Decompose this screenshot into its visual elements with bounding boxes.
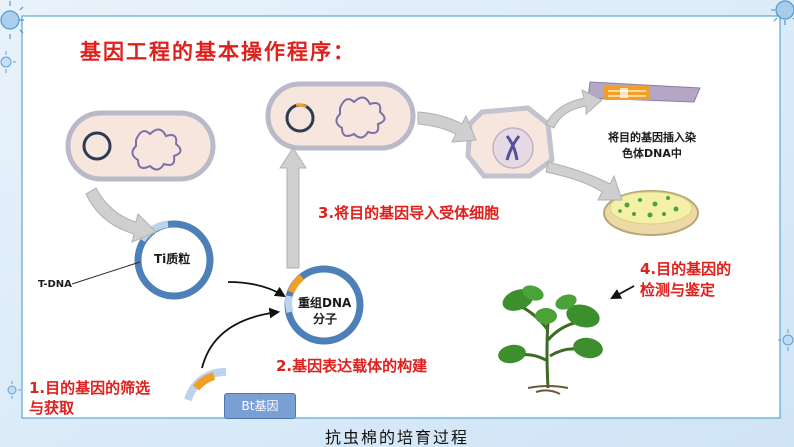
bacterium-cell-2 [265, 81, 416, 151]
chromosome-insert-label-line2: 色体DNA中 [622, 147, 682, 160]
arrow-to-cell2 [279, 147, 307, 269]
arrow-to-plant [610, 285, 635, 300]
step-3-label: 3.将目的基因导入受体细胞 [318, 204, 500, 222]
recombinant-dna-plasmid [284, 265, 364, 345]
arrow-cell1-to-plasmid [85, 187, 157, 243]
dna-strand-icon [587, 81, 701, 103]
virus-decoration-icon [0, 1, 24, 39]
virus-decoration-icon [771, 0, 794, 25]
t-dna-label: T-DNA [38, 279, 72, 290]
bacterium-cell-1 [65, 110, 216, 182]
plant-cell [465, 105, 555, 179]
virus-decoration-icon [0, 51, 16, 73]
figure-caption: 抗虫棉的培育过程 [324, 428, 469, 447]
arrow-gene-to-recombinant [201, 307, 281, 369]
t-dna-pointer [71, 261, 141, 285]
arrow-to-dna-strand [545, 89, 603, 129]
arrow-cell2-to-plant-cell [417, 111, 477, 143]
bt-gene-fragment [184, 368, 227, 402]
ti-plasmid-label: Ti质粒 [154, 252, 191, 266]
arrow-plasmid-to-recombinant [227, 281, 286, 298]
chromosome-insert-label-line1: 将目的基因插入染 [608, 131, 696, 144]
page-title: 基因工程的基本操作程序： [80, 39, 356, 64]
bt-gene-label: Bt基因 [224, 393, 296, 419]
virus-decoration-icon [7, 381, 21, 399]
step-4-label-line1: 4.目的基因的 [640, 260, 732, 278]
plant-icon [498, 285, 603, 395]
arrow-to-petri-dish [545, 161, 623, 201]
step-2-label: 2.基因表达载体的构建 [276, 357, 428, 375]
step-1-label-line1: 1.目的基因的筛选 [29, 379, 151, 397]
recombinant-dna-label-line2: 分子 [313, 312, 338, 326]
virus-decoration-icon [778, 329, 794, 351]
recombinant-dna-label-line1: 重组DNA [298, 296, 352, 310]
step-4-label-line2: 检测与鉴定 [640, 281, 716, 299]
step-1-label-line2: 与获取 [29, 399, 75, 417]
petri-dish-icon [603, 190, 699, 236]
